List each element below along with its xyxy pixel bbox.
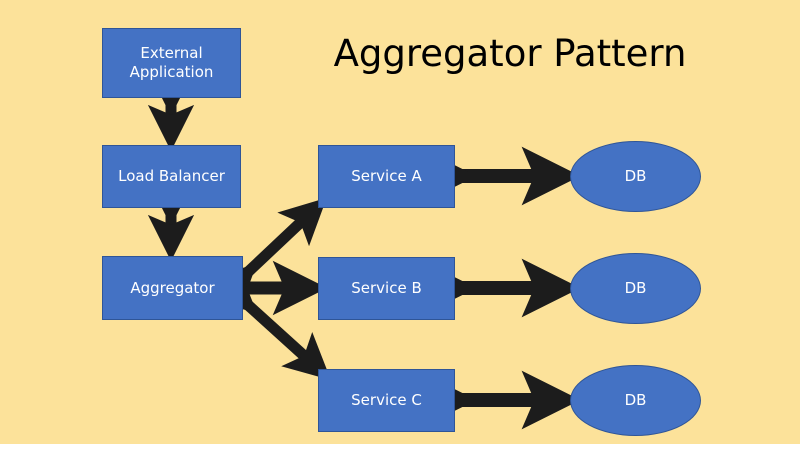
- connector-aggregator-to-service-c: [207, 264, 331, 381]
- node-load-balancer-label: Load Balancer: [118, 167, 225, 185]
- node-db-a[interactable]: DB: [570, 141, 701, 212]
- node-service-c[interactable]: Service C: [318, 369, 455, 432]
- page-title: Aggregator Pattern: [333, 32, 687, 75]
- connector-aggregator-to-service-a: [207, 197, 327, 313]
- node-aggregator[interactable]: Aggregator: [102, 256, 243, 320]
- node-db-c[interactable]: DB: [570, 365, 701, 436]
- node-service-b[interactable]: Service B: [318, 257, 455, 320]
- node-db-b-label: DB: [624, 279, 647, 297]
- node-db-c-label: DB: [624, 391, 647, 409]
- node-load-balancer[interactable]: Load Balancer: [102, 145, 241, 208]
- node-db-b[interactable]: DB: [570, 253, 701, 324]
- node-external-application-label: External Application: [129, 44, 214, 81]
- node-aggregator-label: Aggregator: [130, 278, 215, 297]
- node-service-b-label: Service B: [351, 279, 422, 297]
- node-service-a-label: Service A: [351, 167, 422, 185]
- node-service-c-label: Service C: [351, 391, 422, 409]
- node-db-a-label: DB: [624, 167, 647, 185]
- node-external-application[interactable]: External Application: [102, 28, 241, 98]
- slide-bottom-edge: [0, 444, 800, 450]
- node-service-a[interactable]: Service A: [318, 145, 455, 208]
